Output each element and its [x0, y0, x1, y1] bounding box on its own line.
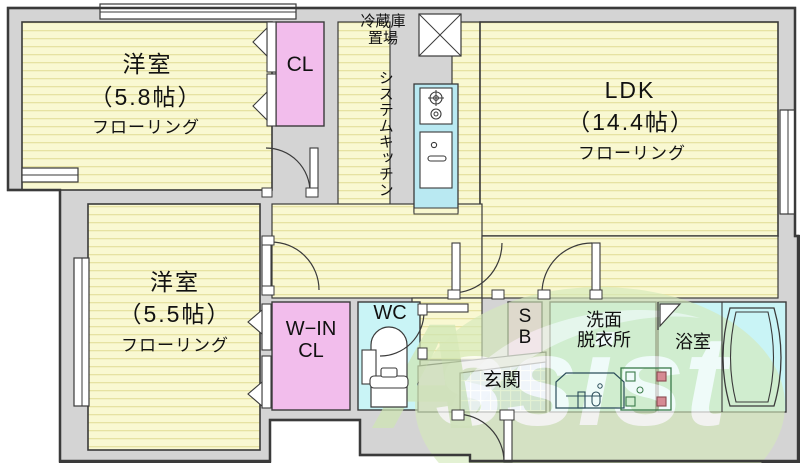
washroom-door[interactable]	[537, 242, 603, 300]
building-outline	[6, 6, 800, 463]
svg-text:ssist: ssist	[435, 310, 731, 453]
fridge-slot	[418, 13, 462, 57]
room-bedroom-58-floor	[21, 21, 273, 191]
room-bedroom-55-floor	[87, 203, 261, 451]
window-bedroom-58-top	[99, 3, 297, 20]
ldk-lower-strip	[481, 235, 779, 299]
bathroom-door[interactable]	[657, 302, 682, 330]
wc-door[interactable]	[379, 303, 469, 360]
watermark: ssist A	[371, 287, 785, 463]
bedroom-55-door[interactable]	[261, 235, 320, 296]
toilet-fixture	[361, 326, 409, 408]
window-bedroom-58-left	[21, 167, 79, 183]
room-walkin-closet-fill	[271, 301, 351, 411]
window-ldk-right	[779, 109, 796, 215]
window-bedroom-55-left	[73, 257, 90, 407]
vanity-fixture	[555, 372, 625, 409]
bedroom-58-door[interactable]	[261, 147, 319, 198]
hallway-upper-floor	[271, 203, 483, 299]
stove-fixture	[419, 87, 453, 125]
kitchen-corridor-floor	[337, 21, 391, 213]
bathtub-fixture	[721, 302, 782, 412]
room-closet-cl-fill	[275, 21, 325, 127]
room-ldk-floor	[479, 21, 779, 237]
ldk-hallway-door[interactable]	[447, 242, 505, 300]
sink-fixture	[419, 131, 453, 189]
walkin-closet-door[interactable]	[247, 303, 272, 409]
closet-cl-door[interactable]	[252, 21, 277, 127]
system-kitchen-unit	[413, 83, 459, 215]
washer-pan-fixture	[620, 367, 672, 411]
